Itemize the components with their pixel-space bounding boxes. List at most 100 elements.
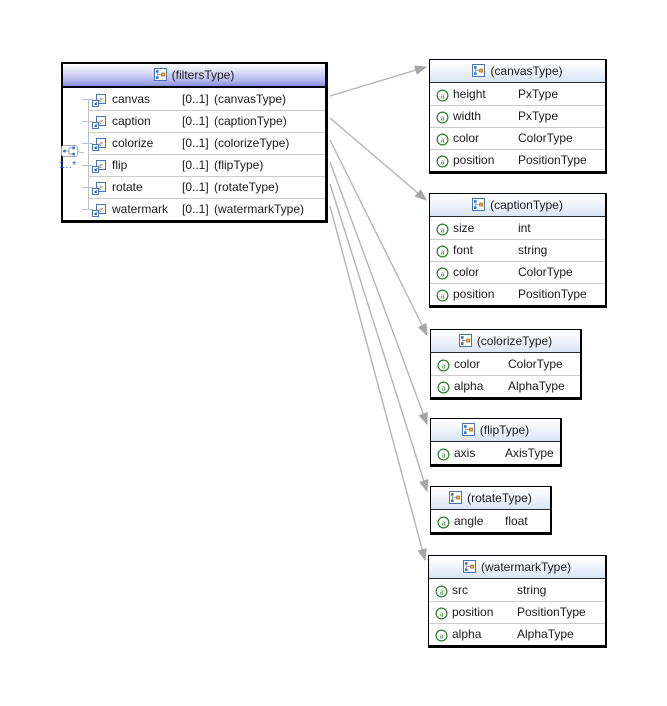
attribute-name: position — [453, 153, 495, 167]
filtersType-header[interactable]: (filtersType) — [63, 64, 325, 88]
attribute-row[interactable]: a position PositionType — [430, 283, 605, 305]
type-box-rotateType[interactable]: (rotateType) a angle float — [430, 486, 552, 535]
attribute-icon: a — [436, 221, 449, 243]
attribute-row[interactable]: a font string — [430, 239, 605, 261]
flipType-title: (flipType) — [479, 423, 530, 437]
element-row-caption[interactable]: e caption [0..1] (captionType) — [63, 110, 325, 132]
type-box-captionType[interactable]: (captionType) a size int a font string a… — [429, 193, 607, 308]
element-row-colorize[interactable]: e colorize [0..1] (colorizeType) — [63, 132, 325, 154]
element-type: (canvasType) — [214, 92, 287, 106]
connector-caption-to-captionType — [329, 117, 427, 201]
attribute-type: PxType — [518, 109, 559, 123]
attribute-icon: a — [436, 265, 449, 287]
attribute-type: AlphaType — [517, 627, 574, 641]
svg-text:a: a — [442, 382, 446, 392]
connector-watermark-to-watermarkType — [329, 205, 427, 562]
attribute-row[interactable]: a color ColorType — [431, 353, 580, 375]
captionType-title: (captionType) — [490, 198, 563, 212]
watermarkType-title: (watermarkType) — [480, 560, 572, 574]
attribute-icon: a — [436, 109, 449, 131]
attribute-name: height — [453, 87, 486, 101]
attribute-type: string — [517, 583, 547, 597]
flipType-header[interactable]: (flipType) — [431, 419, 560, 442]
attribute-type: int — [518, 221, 531, 235]
attribute-type: float — [505, 514, 528, 528]
attribute-icon: a — [437, 514, 450, 536]
attribute-icon: a — [436, 287, 449, 309]
type-box-flipType[interactable]: (flipType) a axis AxisType — [430, 418, 562, 467]
element-row-flip[interactable]: e flip [0..1] (flipType) — [63, 154, 325, 176]
attribute-row[interactable]: a width PxType — [430, 105, 605, 127]
element-name: watermark — [112, 202, 169, 216]
attribute-type: AxisType — [505, 446, 554, 460]
type-box-filtersType[interactable]: (filtersType) 1..* — [59, 62, 328, 223]
compositor-cardinality: 1..* — [59, 159, 77, 171]
attribute-row[interactable]: a src string — [429, 579, 605, 601]
element-name: flip — [112, 158, 128, 172]
attribute-name: color — [454, 357, 481, 371]
svg-text:a: a — [441, 268, 445, 278]
attribute-icon: a — [435, 583, 448, 605]
attribute-row[interactable]: a color ColorType — [430, 127, 605, 149]
attribute-type: ColorType — [518, 265, 573, 279]
rotateType-header[interactable]: (rotateType) — [431, 487, 550, 510]
canvasType-header[interactable]: (canvasType) — [430, 60, 605, 83]
attribute-row[interactable]: a position PositionType — [429, 601, 605, 623]
attribute-type: PositionType — [517, 605, 586, 619]
type-box-colorizeType[interactable]: (colorizeType) a color ColorType a alpha… — [430, 329, 582, 400]
colorizeType-header[interactable]: (colorizeType) — [431, 330, 580, 353]
canvasType-title: (canvasType) — [490, 64, 563, 78]
attribute-row[interactable]: a axis AxisType — [431, 442, 560, 464]
attribute-type: PxType — [518, 87, 559, 101]
element-row-canvas[interactable]: e canvas [0..1] (canvasType) — [63, 88, 325, 110]
complex-type-icon — [462, 558, 476, 580]
attribute-name: alpha — [452, 627, 482, 641]
attribute-row[interactable]: a angle float — [431, 510, 550, 532]
attribute-type: ColorType — [518, 131, 573, 145]
sequence-icon[interactable] — [60, 143, 80, 162]
compositor-stub — [79, 152, 84, 153]
attribute-type: AlphaType — [508, 379, 565, 393]
svg-text:a: a — [441, 156, 445, 166]
svg-text:a: a — [441, 290, 445, 300]
element-cardinality: [0..1] — [182, 180, 209, 194]
attribute-row[interactable]: a alpha AlphaType — [431, 375, 580, 397]
element-row-rotate[interactable]: e rotate [0..1] (rotateType) — [63, 176, 325, 198]
element-icon: e — [92, 202, 106, 224]
element-name: colorize — [112, 136, 154, 150]
svg-text:a: a — [441, 134, 445, 144]
watermarkType-header[interactable]: (watermarkType) — [429, 556, 605, 579]
attribute-name: axis — [454, 446, 476, 460]
attribute-type: string — [518, 243, 548, 257]
attribute-icon: a — [435, 605, 448, 627]
captionType-header[interactable]: (captionType) — [430, 194, 605, 217]
attribute-row[interactable]: a position PositionType — [430, 149, 605, 171]
type-box-canvasType[interactable]: (canvasType) a height PxType a width PxT… — [429, 59, 607, 174]
attribute-name: src — [452, 583, 468, 597]
complex-type-icon — [472, 62, 486, 84]
element-type: (captionType) — [214, 114, 287, 128]
svg-text:a: a — [441, 90, 445, 100]
attribute-icon: a — [437, 446, 450, 468]
attribute-row[interactable]: a color ColorType — [430, 261, 605, 283]
svg-text:e: e — [99, 138, 103, 148]
complex-type-icon — [461, 421, 475, 443]
attribute-row[interactable]: a alpha AlphaType — [429, 623, 605, 645]
attribute-row[interactable]: a height PxType — [430, 83, 605, 105]
attribute-type: PositionType — [518, 153, 587, 167]
attribute-name: angle — [454, 514, 484, 528]
element-name: rotate — [112, 180, 143, 194]
element-icon: e — [92, 158, 106, 180]
element-row-watermark[interactable]: e watermark [0..1] (watermarkType) — [63, 198, 325, 220]
svg-text:e: e — [99, 182, 103, 192]
svg-text:a: a — [441, 112, 445, 122]
element-icon: e — [92, 180, 106, 202]
attribute-type: ColorType — [508, 357, 563, 371]
complex-type-icon — [449, 489, 463, 511]
type-box-watermarkType[interactable]: (watermarkType) a src string a position … — [428, 555, 607, 648]
connector-colorize-to-colorizeType — [329, 139, 428, 337]
element-icon: e — [92, 92, 106, 114]
attribute-row[interactable]: a size int — [430, 217, 605, 239]
